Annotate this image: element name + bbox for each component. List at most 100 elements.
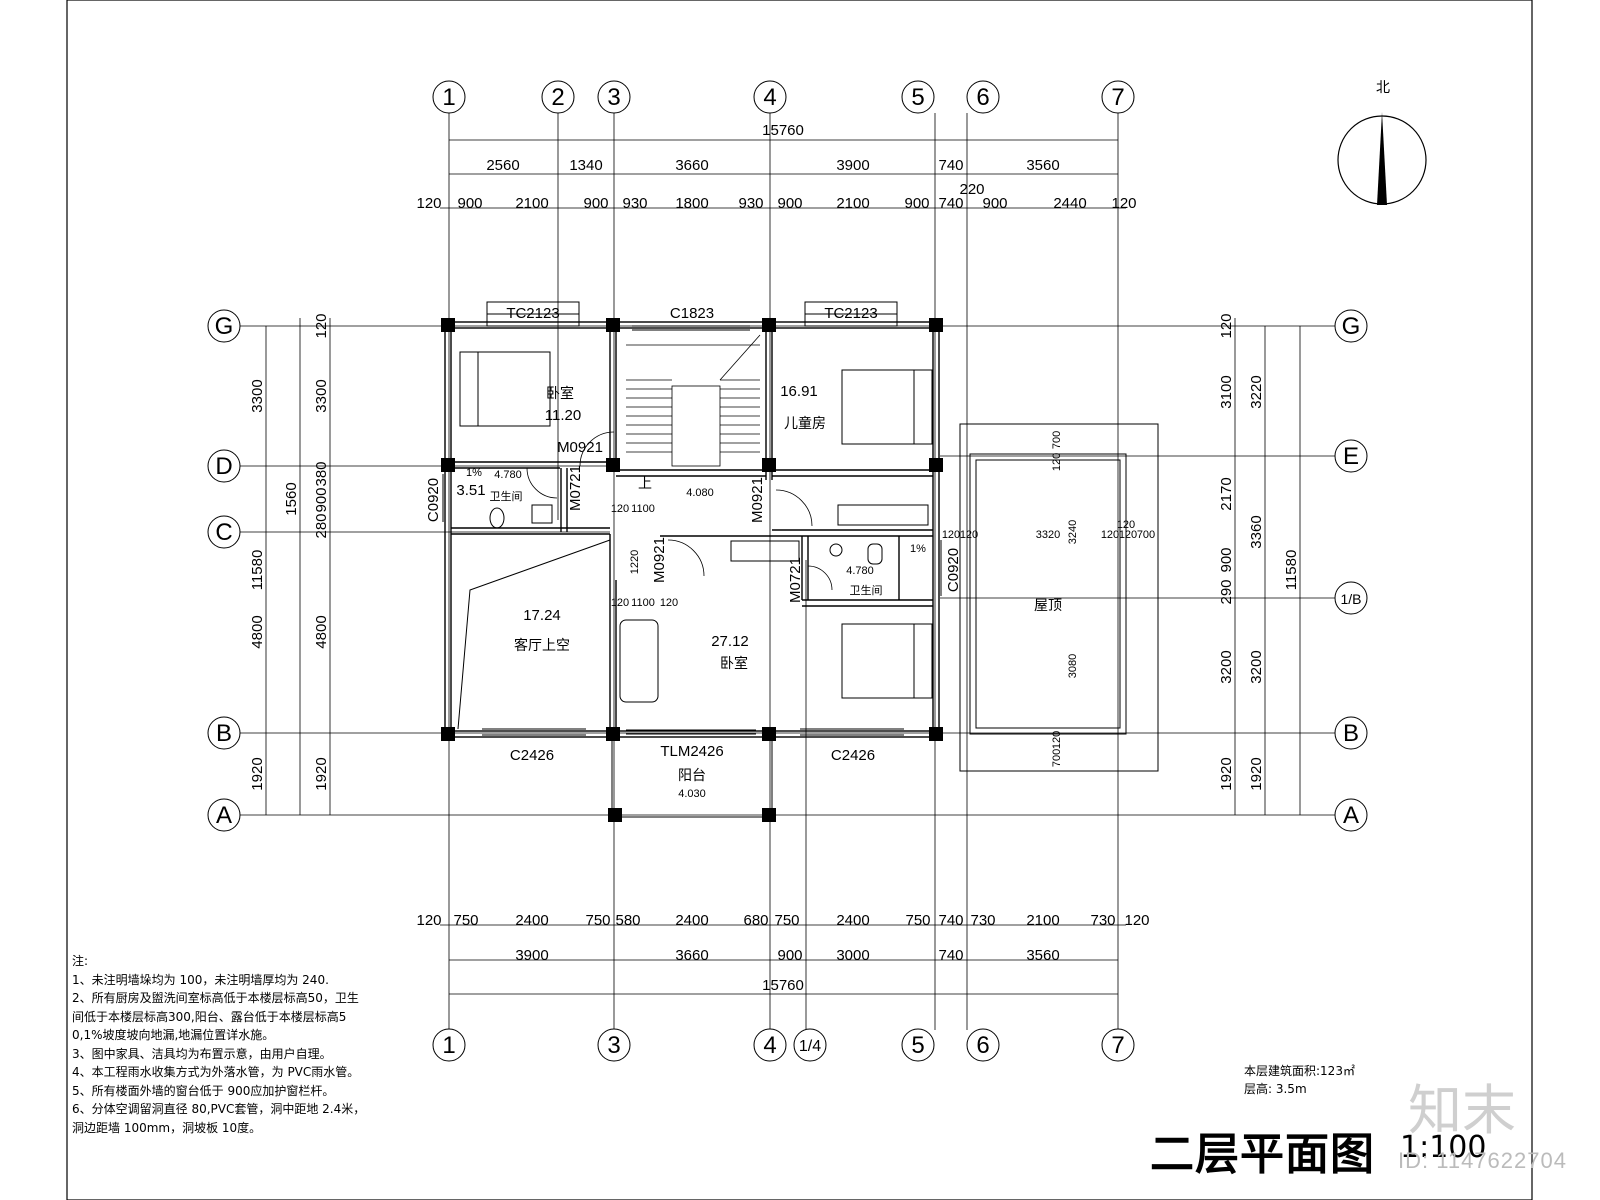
svg-text:G: G <box>1342 313 1361 340</box>
furniture <box>459 351 933 703</box>
svg-text:2: 2 <box>551 84 564 111</box>
dim-right-out-0: 3220 <box>1248 375 1265 408</box>
room-balcony-label: 阳台 <box>678 767 706 783</box>
drawing-title: 二层平面图 <box>1150 1129 1375 1180</box>
dim-right-in-0: 120 <box>1218 313 1235 338</box>
dim-top3-4: 930 <box>622 195 647 212</box>
window-tc2123-left: TC2123 <box>506 305 559 322</box>
grid-bubble-bottom-6: 6 <box>966 1028 1000 1062</box>
svg-text:1/B: 1/B <box>1340 591 1361 607</box>
window-c2426-right: C2426 <box>831 747 875 764</box>
window-c1823: C1823 <box>670 305 714 322</box>
small-dim-4: 1100 <box>631 597 655 609</box>
note-line: 3、图中家具、洁具均为布置示意，由用户自理。 <box>72 1046 332 1061</box>
dim-right-in-1: 3100 <box>1218 375 1235 408</box>
dim-bot2-0: 3900 <box>515 947 548 964</box>
grid-bubbles: 1 2 3 4 5 6 7 1 3 4 1/4 5 6 7 G D C B A … <box>207 80 1368 1062</box>
dim-top3-10: 740 <box>938 195 963 212</box>
svg-text:A: A <box>216 802 232 829</box>
small-dim-1: 1100 <box>631 503 655 515</box>
dim-top3-2: 2100 <box>515 195 548 212</box>
svg-text:1/4: 1/4 <box>799 1038 821 1055</box>
dim-bot1-0: 120 <box>416 912 441 929</box>
note-line: 洞边距墙 100mm，洞坡板 10度。 <box>72 1120 262 1135</box>
door-m0921-a: M0921 <box>557 439 603 456</box>
grid-bubble-bottom-7: 7 <box>1101 1028 1135 1062</box>
dim-left-4800: 4800 <box>249 615 266 648</box>
svg-text:E: E <box>1343 443 1359 470</box>
dim-right-out-3: 1920 <box>1248 757 1265 790</box>
svg-text:D: D <box>215 453 232 480</box>
svg-text:3: 3 <box>607 84 620 111</box>
dim-bot1-8: 2400 <box>836 912 869 929</box>
grid-bubble-bottom-1: 1 <box>432 1028 466 1062</box>
grid-bubble-top-3: 3 <box>597 80 631 114</box>
small-dim-2: 1220 <box>629 550 641 574</box>
door-m0721-a: M0721 <box>567 465 584 511</box>
dim-right-in-5: 3200 <box>1218 650 1235 683</box>
windows <box>442 301 942 818</box>
note-line: 5、所有楼面外墙的窗台低于 900应加护窗栏杆。 <box>72 1083 335 1098</box>
floor-height-text: 层高: 3.5m <box>1244 1082 1307 1096</box>
dim-bot2-1: 3660 <box>675 947 708 964</box>
note-line: 1、未注明墙垛均为 100，未注明墙厚均为 240. <box>72 972 329 987</box>
grid-bubble-left-C: C <box>207 515 241 549</box>
svg-text:1: 1 <box>442 1032 455 1059</box>
dim-top3-11: 900 <box>982 195 1007 212</box>
dim-left-in-3: 900 <box>313 487 330 512</box>
dim-left-in-4: 280 <box>313 513 330 538</box>
dim-right-out-2: 3200 <box>1248 650 1265 683</box>
north-label: 北 <box>1376 79 1390 95</box>
dim-bot1-2: 2400 <box>515 912 548 929</box>
small-dim-17: 700 <box>1051 749 1063 767</box>
small-dim-0: 120 <box>611 503 629 515</box>
room-bath2-label: 卫生间 <box>850 583 883 597</box>
svg-text:G: G <box>215 313 234 340</box>
small-dim-13: 3080 <box>1067 654 1079 678</box>
dim-bot2-4: 740 <box>938 947 963 964</box>
note-line: 4、本工程雨水收集方式为外落水管，为 PVC雨水管。 <box>72 1065 360 1079</box>
dim-top3-8: 2100 <box>836 195 869 212</box>
grid-bubble-right-A: A <box>1334 798 1368 832</box>
grid-bubble-left-A: A <box>207 798 241 832</box>
floor-area-text: 本层建筑面积:123㎡ <box>1244 1064 1355 1078</box>
dim-left-in-2: 380 <box>313 461 330 486</box>
roof-terrace <box>959 423 1159 772</box>
dim-bot1-6: 680 <box>743 912 768 929</box>
dim-left-3300: 3300 <box>249 379 266 412</box>
small-dim-6: 120 <box>942 529 960 541</box>
dim-top-2560: 2560 <box>486 157 519 174</box>
room-balcony-level: 4.030 <box>678 788 706 800</box>
svg-text:3: 3 <box>607 1032 620 1059</box>
grid-bubble-left-D: D <box>207 449 241 483</box>
svg-text:1: 1 <box>442 84 455 111</box>
window-tc2123-right: TC2123 <box>824 305 877 322</box>
dim-top-220: 220 <box>959 181 984 198</box>
dim-bot2-5: 3560 <box>1026 947 1059 964</box>
staircase <box>626 334 761 467</box>
dim-top3-6: 930 <box>738 195 763 212</box>
dim-left-in-5: 4800 <box>313 615 330 648</box>
dim-bot2-2: 900 <box>777 947 802 964</box>
svg-text:4: 4 <box>763 1032 776 1059</box>
door-tlm2426: TLM2426 <box>660 743 723 760</box>
stair-level: 4.080 <box>686 487 714 499</box>
dim-top-1340: 1340 <box>569 157 602 174</box>
floor-stats: 本层建筑面积:123㎡ 层高: 3.5m <box>1244 1062 1355 1098</box>
dim-right-in-4: 290 <box>1218 579 1235 604</box>
small-dim-11: 120 <box>1119 529 1137 541</box>
door-m0721-b: M0721 <box>787 557 804 603</box>
small-dim-5: 120 <box>660 597 678 609</box>
dim-bot1-5: 2400 <box>675 912 708 929</box>
grid-bubble-bottom-5: 5 <box>901 1028 935 1062</box>
grid-bubble-right-E: E <box>1334 439 1368 473</box>
note-line: 2、所有厨房及盥洗间室标高低于本楼层标高50，卫生 <box>72 991 359 1005</box>
small-dim-8: 3320 <box>1036 529 1060 541</box>
note-line: 0,1%坡度坡向地漏,地漏位置详水施。 <box>72 1028 275 1042</box>
dim-bot1-10: 740 <box>938 912 963 929</box>
dim-bot-total: 15760 <box>762 977 804 994</box>
door-m0921-c: M0921 <box>651 537 668 583</box>
dim-left-total: 11580 <box>249 550 266 591</box>
dim-bot1-1: 750 <box>453 912 478 929</box>
